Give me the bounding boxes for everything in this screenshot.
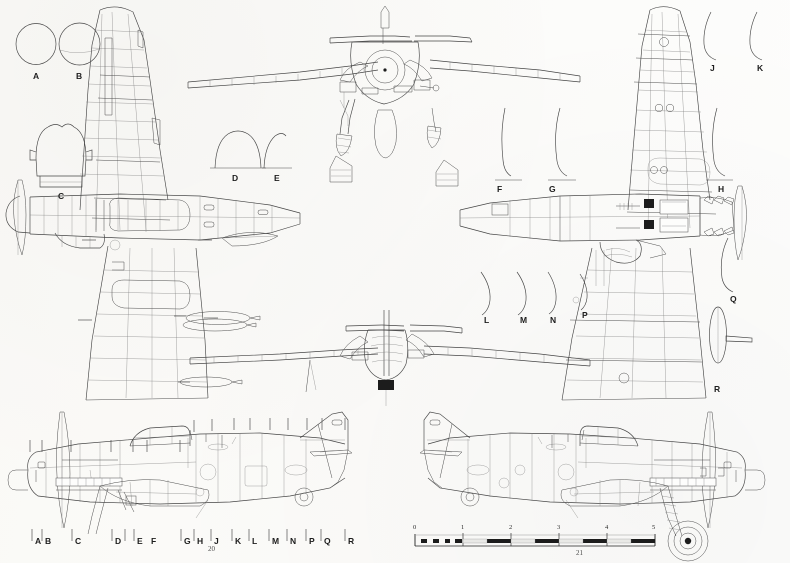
scale-tick-4: 4 [605, 524, 609, 531]
station-label-P: P [309, 536, 315, 546]
station-label-L: L [252, 536, 258, 546]
label-R: R [714, 384, 721, 394]
station-label-K: K [235, 536, 242, 546]
station-label-G: G [184, 536, 191, 546]
label-E: E [274, 173, 280, 183]
section-shape-P [579, 273, 588, 311]
label-Q: Q [730, 294, 737, 304]
label-G: G [549, 184, 556, 194]
section-shape-M [516, 271, 527, 316]
rear-elevation-view [174, 310, 591, 406]
label-A: A [33, 71, 40, 81]
section-shape-Q [720, 237, 734, 293]
section-shape-J [703, 11, 717, 61]
label-H: H [718, 184, 725, 194]
section-shape-D [210, 130, 266, 169]
section-shape-C [29, 123, 93, 188]
page-number-left: 20 [208, 545, 215, 553]
page-number-right: 21 [576, 549, 583, 557]
label-K: K [757, 63, 764, 73]
station-label-A: A [35, 536, 42, 546]
section-shape-L [480, 271, 491, 316]
section-shape-H [706, 107, 733, 181]
label-D: D [232, 173, 239, 183]
profile-view-starboard [419, 411, 766, 562]
station-label-M: M [272, 536, 280, 546]
label-M: M [520, 315, 528, 325]
scale-tick-1: 1 [461, 524, 465, 531]
label-B: B [76, 71, 83, 81]
station-label-J: J [214, 536, 219, 546]
station-label-R: R [348, 536, 355, 546]
station-label-B: B [45, 536, 52, 546]
section-shape-E [262, 133, 292, 169]
section-shape-K [749, 11, 763, 61]
station-label-C: C [75, 536, 82, 546]
section-shape-F [495, 107, 522, 181]
scale-tick-3: 3 [557, 524, 561, 531]
section-shape-A [15, 23, 57, 65]
station-label-Q: Q [324, 536, 331, 546]
scale-tick-5: 5 [652, 524, 656, 531]
label-N: N [550, 315, 557, 325]
section-shape-B [58, 22, 101, 66]
label-C: C [58, 191, 65, 201]
label-F: F [497, 184, 503, 194]
section-shape-R [709, 306, 753, 364]
profile-view-port [7, 411, 353, 541]
scale-tick-2: 2 [509, 524, 513, 531]
label-L: L [484, 315, 490, 325]
scale-tick-0: 0 [413, 524, 417, 531]
station-label-H: H [197, 536, 204, 546]
front-elevation-view [187, 5, 581, 187]
station-label-F: F [151, 536, 157, 546]
label-J: J [710, 63, 715, 73]
label-P: P [582, 310, 588, 320]
section-shape-G [548, 107, 576, 181]
plan-view-lower [459, 6, 747, 401]
plan-view-upper [5, 6, 301, 401]
scale-bar [414, 533, 656, 547]
station-label-E: E [137, 536, 143, 546]
section-shape-N [547, 271, 557, 315]
station-label-D: D [115, 536, 122, 546]
station-label-N: N [290, 536, 297, 546]
